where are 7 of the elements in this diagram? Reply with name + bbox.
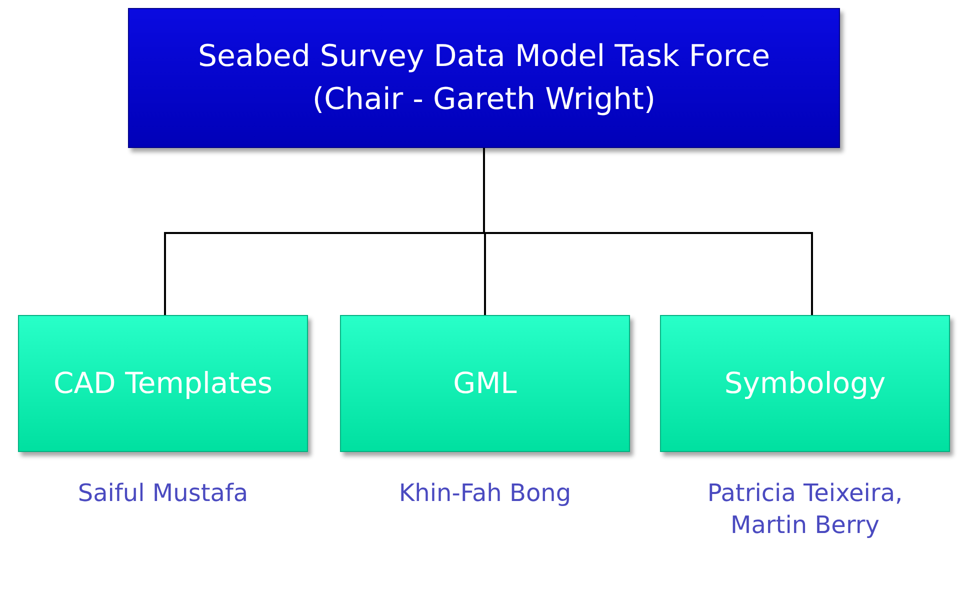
member-names: Khin-Fah Bong (398, 478, 572, 509)
team-box: CAD Templates (18, 315, 308, 452)
team-box: GML (340, 315, 630, 452)
member-names: Saiful Mustafa (76, 478, 250, 509)
team-box: Symbology (660, 315, 950, 452)
lead-box: Seabed Survey Data Model Task Force (Chair - Gareth Wright) (128, 8, 840, 148)
member-names: Patricia Teixeira, Martin Berry (706, 478, 904, 542)
